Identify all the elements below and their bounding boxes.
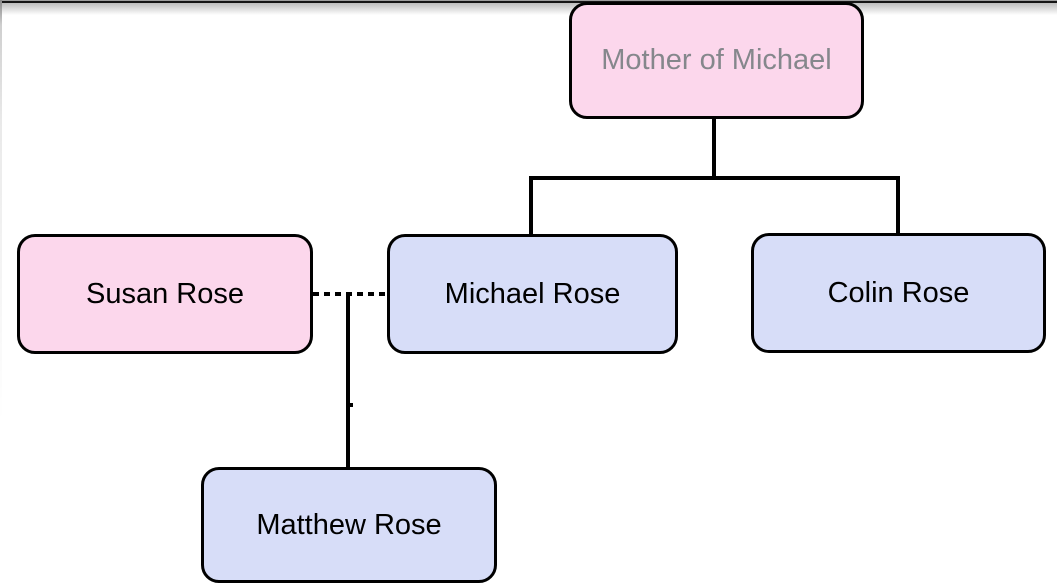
edge-drop-to-michael xyxy=(529,176,533,236)
node-matthew-rose-label: Matthew Rose xyxy=(256,508,442,541)
window-top-edge-highlight xyxy=(0,0,1057,1)
node-michael-rose-label: Michael Rose xyxy=(444,277,621,310)
window-top-edge xyxy=(0,1,1057,3)
edge-anchor-nub xyxy=(350,403,353,407)
window-left-edge xyxy=(0,0,2,420)
edge-drop-to-matthew xyxy=(346,294,350,467)
window-top-shadow xyxy=(0,3,1057,15)
edge-mother-to-children-stem xyxy=(712,119,716,180)
node-mother-of-michael-label: Mother of Michael xyxy=(601,44,832,76)
node-colin-rose[interactable]: Colin Rose xyxy=(751,233,1046,353)
node-susan-rose[interactable]: Susan Rose xyxy=(17,234,313,354)
edge-drop-to-colin xyxy=(896,176,900,235)
node-mother-of-michael[interactable]: Mother of Michael xyxy=(569,2,864,119)
edge-sibling-horizontal-bar xyxy=(529,176,900,180)
node-susan-rose-label: Susan Rose xyxy=(86,277,244,310)
node-michael-rose[interactable]: Michael Rose xyxy=(387,234,678,354)
edge-partnership-susan-michael-dashed xyxy=(313,292,387,296)
node-colin-rose-label: Colin Rose xyxy=(827,276,970,309)
node-matthew-rose[interactable]: Matthew Rose xyxy=(201,467,497,583)
